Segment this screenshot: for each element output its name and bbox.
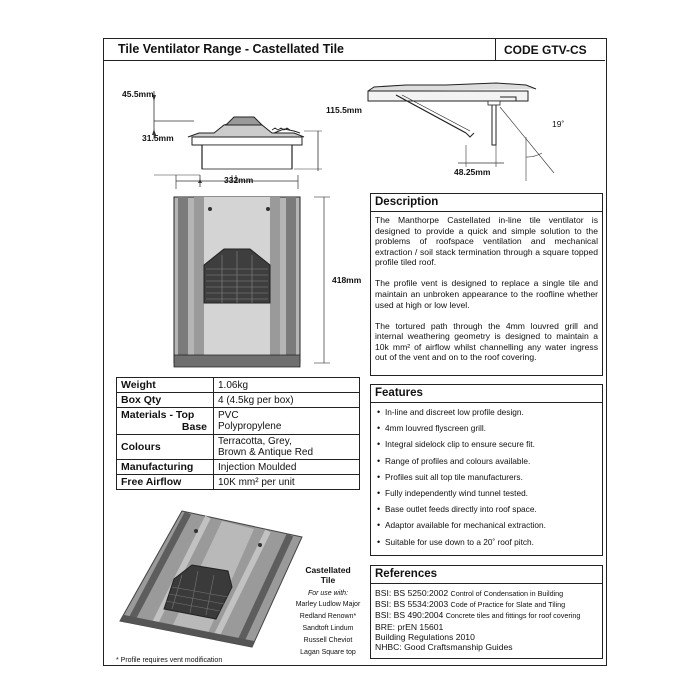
dim-tile-width: 332mm bbox=[224, 175, 254, 185]
caption-title: Tile bbox=[320, 575, 336, 585]
dim-height-total: 115.5mm bbox=[326, 105, 362, 115]
dim-base-depth: 31.5mm bbox=[142, 133, 174, 143]
side-profile-drawing bbox=[152, 91, 322, 187]
table-row: Manufacturing Injection Moulded bbox=[116, 459, 360, 475]
spec-key: Weight bbox=[116, 377, 214, 393]
spec-key-line: Materials - Top bbox=[121, 409, 195, 421]
references-title: References bbox=[371, 566, 602, 584]
features-list: •In-line and discreet low profile design… bbox=[371, 403, 602, 553]
table-row: Weight 1.06kg bbox=[116, 377, 360, 393]
description-paragraph: The profile vent is designed to replace … bbox=[375, 278, 598, 310]
features-title: Features bbox=[371, 385, 602, 403]
table-row: Free Airflow 10K mm² per unit bbox=[116, 474, 360, 490]
section-drawing bbox=[367, 82, 555, 181]
reference-item: Building Regulations 2010 bbox=[375, 631, 475, 642]
compatible-item: Sandtoft Lindum bbox=[302, 625, 354, 632]
reference-item: BSI: BS 490:2004 Concrete tiles and fitt… bbox=[375, 610, 581, 621]
description-title: Description bbox=[371, 194, 602, 212]
spec-key-line: Base bbox=[181, 421, 207, 433]
dim-clip-width: 48.25mm bbox=[454, 167, 491, 177]
datasheet: Tile Ventilator Range - Castellated Tile… bbox=[103, 38, 607, 666]
references-box: References BSI: BS 5250:2002 Control of … bbox=[370, 565, 603, 659]
description-box: Description The Manthorpe Castellated in… bbox=[370, 193, 603, 376]
reference-item: BSI: BS 5250:2002 Control of Condensatio… bbox=[375, 588, 564, 598]
reference-item: BRE: prEN 15601 bbox=[375, 621, 444, 632]
list-item: •In-line and discreet low profile design… bbox=[377, 407, 524, 417]
footnote: * Profile requires vent modification bbox=[116, 657, 223, 664]
product-illustration bbox=[119, 510, 303, 648]
spec-value-line: Brown & Antique Red bbox=[218, 447, 314, 458]
table-row: Materials - Top Base PVC Polypropylene bbox=[116, 407, 360, 435]
features-box: Features •In-line and discreet low profi… bbox=[370, 384, 603, 556]
header: Tile Ventilator Range - Castellated Tile… bbox=[104, 39, 605, 61]
product-code: CODE GTV-CS bbox=[495, 39, 605, 60]
spec-value: Injection Moulded bbox=[213, 459, 360, 475]
spec-key: Materials - Top Base bbox=[116, 407, 214, 435]
spec-value-line: PVC bbox=[218, 410, 239, 421]
spec-value: 4 (4.5kg per box) bbox=[213, 392, 360, 408]
table-row: Colours Terracotta, Grey, Brown & Antiqu… bbox=[116, 434, 360, 460]
list-item: •Suitable for use down to a 20˚ roof pit… bbox=[377, 536, 534, 547]
list-item: •Adaptor available for mechanical extrac… bbox=[377, 520, 546, 531]
compatible-item: Russell Cheviot bbox=[303, 637, 353, 644]
dim-tile-length: 418mm bbox=[332, 275, 362, 285]
spec-value: 10K mm² per unit bbox=[213, 474, 360, 490]
spec-key: Manufacturing bbox=[116, 459, 214, 475]
list-item: •Profiles suit all top tile manufacturer… bbox=[377, 471, 523, 482]
spec-value-line: Terracotta, Grey, bbox=[218, 436, 292, 447]
reference-item: BSI: BS 5534:2003 Code of Practice for S… bbox=[375, 599, 566, 610]
reference-item: NHBC: Good Craftsmanship Guides bbox=[375, 642, 513, 653]
list-item: •Base outlet feeds directly into roof sp… bbox=[377, 504, 537, 515]
page-title: Tile Ventilator Range - Castellated Tile bbox=[118, 42, 344, 56]
description-paragraph: The tortured path through the 4mm louvre… bbox=[375, 320, 598, 363]
dim-height-top: 45.5mm bbox=[122, 89, 154, 99]
list-item: •Fully independently wind tunnel tested. bbox=[377, 487, 528, 498]
spec-key: Free Airflow bbox=[116, 474, 214, 490]
spec-table: Weight 1.06kg Box Qty 4 (4.5kg per box) … bbox=[116, 377, 360, 490]
compatible-item: Lagan Square top bbox=[300, 649, 356, 656]
spec-value-line: Polypropylene bbox=[218, 421, 282, 432]
list-item: •Integral sidelock clip to ensure secure… bbox=[377, 439, 535, 450]
tile-top-view bbox=[173, 175, 330, 368]
list-item: •Range of profiles and colours available… bbox=[377, 455, 531, 466]
description-paragraph: The Manthorpe Castellated in-line tile v… bbox=[375, 215, 598, 268]
spec-value: Terracotta, Grey, Brown & Antique Red bbox=[213, 434, 360, 460]
caption-subtitle: For use with: bbox=[307, 590, 349, 597]
spec-key: Colours bbox=[116, 434, 214, 460]
compatible-item: Redland Renown* bbox=[299, 613, 357, 620]
spec-key: Box Qty bbox=[116, 392, 214, 408]
compatible-item: Marley Ludlow Major bbox=[295, 601, 361, 608]
table-row: Box Qty 4 (4.5kg per box) bbox=[116, 392, 360, 408]
dim-angle: 19˚ bbox=[552, 119, 565, 129]
caption-title: Castellated bbox=[305, 565, 351, 575]
spec-value: PVC Polypropylene bbox=[213, 407, 360, 435]
list-item: •4mm louvred flyscreen grill. bbox=[377, 423, 486, 434]
spec-value: 1.06kg bbox=[213, 377, 360, 393]
product-caption: Castellated Tile For use with: Marley Lu… bbox=[288, 565, 368, 656]
